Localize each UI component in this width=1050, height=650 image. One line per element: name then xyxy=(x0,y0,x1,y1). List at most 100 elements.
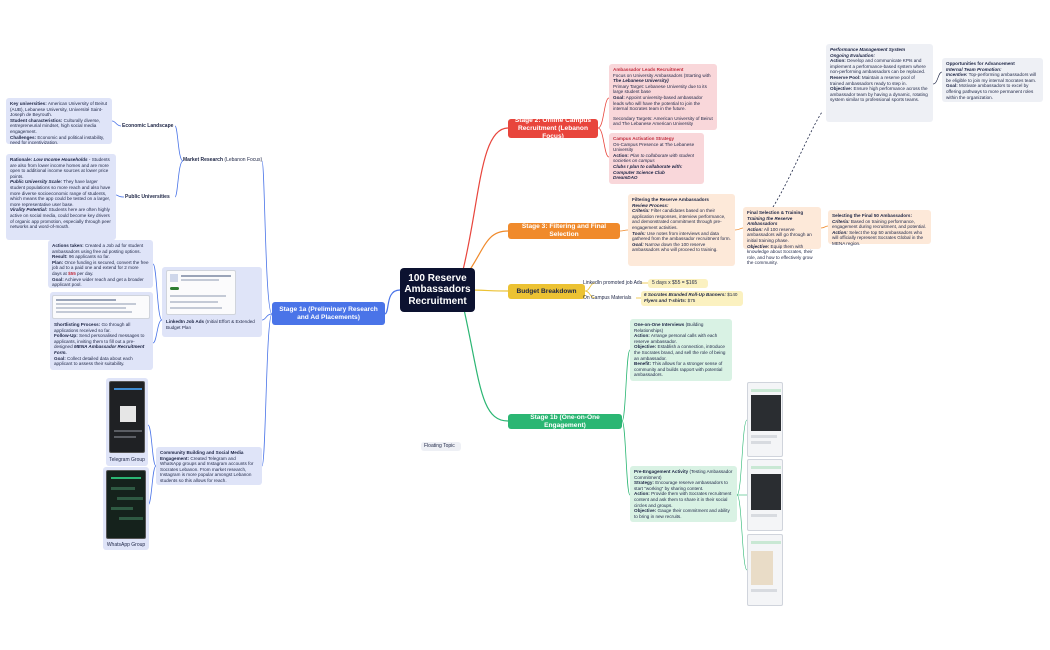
campus-action-key: Action: xyxy=(613,152,629,158)
performance-card[interactable]: Performance Management System Ongoing Ev… xyxy=(826,44,933,122)
o2o-benefit-key: Benefit: xyxy=(634,361,652,367)
final-action-key: Action: xyxy=(747,226,763,232)
comm-title: Community Building and Social Media Enga… xyxy=(160,450,244,461)
chat-screenshot-1[interactable] xyxy=(747,382,783,457)
budget-linkedin-value[interactable]: 5 days x $55 = $165 xyxy=(648,279,708,288)
central-topic[interactable]: 100 Reserve Ambassadors Recruitment xyxy=(400,268,475,312)
campus-presence: On-Campus Presence at The Lebanese Unive… xyxy=(613,141,695,153)
pub-scale: They have larger student populations so … xyxy=(10,179,111,207)
filter-tools-key: Tools: xyxy=(632,230,646,236)
pre-action-key: Action: xyxy=(634,491,650,497)
economic-landscape-label[interactable]: Economic Landscape xyxy=(122,123,174,129)
sl-follow: Send personalised messages to applicants… xyxy=(54,333,145,350)
branch-filter xyxy=(619,229,629,232)
economic-landscape-card[interactable]: Key universities: American University of… xyxy=(6,98,112,145)
one-on-one-card[interactable]: One-on-One Interviews (Building Relation… xyxy=(630,319,732,381)
stage1a-node[interactable]: Stage 1a (Preliminary Research and Ad Pl… xyxy=(272,302,385,325)
sl-follow-key: Follow-Up: xyxy=(54,333,78,339)
telegram-label: Telegram Group xyxy=(109,457,145,463)
top50-title: Selecting the Final 50 Ambassadors: xyxy=(832,213,912,218)
pub-viral-key: Virality Potential: xyxy=(10,207,48,213)
linkedin-job-ads-card[interactable]: LinkedIn Job Ads (Initial Effort & Exten… xyxy=(162,267,262,337)
comm-text: Created Telegram and WhatsApp groups and… xyxy=(160,455,254,483)
branch-top50 xyxy=(820,225,829,229)
li-plan-key: Plan: xyxy=(52,259,64,265)
campus-clubs: Clubs I plan to collaborate with: xyxy=(613,163,683,169)
advancement-card[interactable]: Opportunities for Advancement Internal T… xyxy=(942,58,1043,102)
pub-rat-italic: Low Income Households xyxy=(33,157,88,162)
recruitment-form-screenshot xyxy=(52,295,150,319)
campus-club-1: Computer Science Club xyxy=(613,169,665,175)
branch-pre xyxy=(621,420,631,496)
branch-campus xyxy=(597,127,610,158)
final-sub: Training the Reserve Ambassadors xyxy=(747,215,793,227)
pre-paren: (Testing Ambassador Commitment) xyxy=(634,469,733,480)
shortlisting-card[interactable]: Shortlisting Process: Go through all app… xyxy=(50,292,153,370)
budget-node[interactable]: Budget Breakdown xyxy=(508,284,585,299)
budget-flyers-value: $75 xyxy=(687,297,696,303)
ambassador-leads-card[interactable]: Ambassador Leads Recruitment Focus on Un… xyxy=(609,64,717,130)
whatsapp-group-card[interactable]: WhatsApp Group xyxy=(103,467,149,550)
perf-sub: Ongoing Evaluation: xyxy=(830,52,875,58)
chat-screenshot-3[interactable] xyxy=(747,534,783,606)
li-plan-a: Once funding is secured, convert the fre… xyxy=(52,259,149,276)
linkedin-actions-card[interactable]: Actions taken: Created a Job ad for stud… xyxy=(48,240,153,288)
sl-goal-key: Goal: xyxy=(54,355,66,361)
o2o-paren: (Building Relationships) xyxy=(634,322,704,333)
pre-engagement-card[interactable]: Pre-Engagement Activity (Testing Ambassa… xyxy=(630,466,737,522)
branch-o2o xyxy=(621,349,631,422)
stage1b-node[interactable]: Stage 1b (One-on-One Engagement) xyxy=(508,414,622,429)
market-title: Market Research xyxy=(183,157,224,163)
community-building-card[interactable]: Community Building and Social Media Enga… xyxy=(156,447,262,485)
pub-rat-key: Rationale: xyxy=(10,157,33,162)
final-selection-card[interactable]: Final Selection & Training Training the … xyxy=(743,207,821,265)
budget-linkedin-label[interactable]: LinkedIn promoted job Ads xyxy=(583,280,643,286)
li-result: 96 applicants so far. xyxy=(68,254,110,260)
branch-li-ads xyxy=(261,313,273,321)
filtering-card[interactable]: Filtering the Reserve Ambassadors Review… xyxy=(628,194,735,266)
pre-action: Provide them with Socrates recruitment c… xyxy=(634,491,732,508)
li-result-key: Result: xyxy=(52,254,68,260)
budget-oncampus-card[interactable]: 6 Socrates Branded Roll-Up Banners: $140… xyxy=(641,291,743,306)
perf-pool: Maintain a reserve pool of trained ambas… xyxy=(830,74,915,86)
o2o-benefit: This allows for a stronger sense of comm… xyxy=(634,361,723,378)
leads-focus-uni: The Lebanese University) xyxy=(613,78,669,84)
public-universities-card[interactable]: Rationale: Low Income Households - Stude… xyxy=(6,154,116,240)
filter-title: Filtering the Reserve Ambassadors xyxy=(632,197,709,202)
final-title: Final Selection & Training xyxy=(747,210,804,215)
budget-flyers-key: Flyers and T-shirts: xyxy=(644,297,687,303)
budget-oncampus-label[interactable]: On Campus Materials xyxy=(583,295,632,301)
top50-card[interactable]: Selecting the Final 50 Ambassadors: Crit… xyxy=(828,210,931,246)
top50-crit: Based on training performance, engagemen… xyxy=(832,218,926,230)
public-universities-label[interactable]: Public Universities xyxy=(125,194,170,200)
sl-text: Go through all applications received so … xyxy=(54,322,131,333)
campus-action: Plan to collaborate with student societi… xyxy=(613,152,694,164)
leads-goal-key: Goal: xyxy=(613,94,625,100)
chat-screenshot-2[interactable] xyxy=(747,459,783,531)
sl-form: MENA Ambassador Recruitment Form. xyxy=(54,344,145,355)
perf-obj: Ensure high performance across the ambas… xyxy=(830,86,928,103)
market-research-label[interactable]: Market Research (Lebanon Focus) xyxy=(183,157,265,163)
leads-goal: Appoint university-based ambassador lead… xyxy=(613,94,703,112)
li-goal: Achieve wider reach and get a broader ap… xyxy=(52,276,144,288)
final-obj: Equip them with knowledge about Socrates… xyxy=(747,243,813,266)
branch-market xyxy=(261,160,273,315)
floating-topic[interactable]: Floating Topic xyxy=(421,442,461,451)
li-goal-key: Goal: xyxy=(52,276,64,282)
telegram-group-card[interactable]: Telegram Group xyxy=(106,378,148,466)
campus-title: Campus Activation Strategy xyxy=(613,136,675,141)
li-actions: Created a Job ad for student ambassadors… xyxy=(52,243,144,254)
branch-stage1b xyxy=(462,304,509,422)
leads-focus: Focus on University Ambassadors (Startin… xyxy=(613,72,711,78)
stage2-node[interactable]: Stage 2: Offline Campus Recruitment (Leb… xyxy=(508,117,598,140)
campus-activation-card[interactable]: Campus Activation Strategy On-Campus Pre… xyxy=(609,133,704,184)
branch-stage2 xyxy=(462,127,509,271)
stage3-node[interactable]: Stage 3: Filtering and Final Selection xyxy=(508,223,620,239)
advance-title: Opportunities for Advancement xyxy=(946,61,1015,66)
budget-banners-key: 6 Socrates Branded Roll-Up Banners: xyxy=(644,292,726,297)
leads-secondary: Secondary Targets: American University o… xyxy=(613,115,713,127)
telegram-screenshot xyxy=(109,381,145,453)
branch-advance xyxy=(932,71,943,85)
o2o-obj-key: Objective: xyxy=(634,344,657,350)
top50-action: Select the top 50 ambassadors who will o… xyxy=(832,229,924,246)
